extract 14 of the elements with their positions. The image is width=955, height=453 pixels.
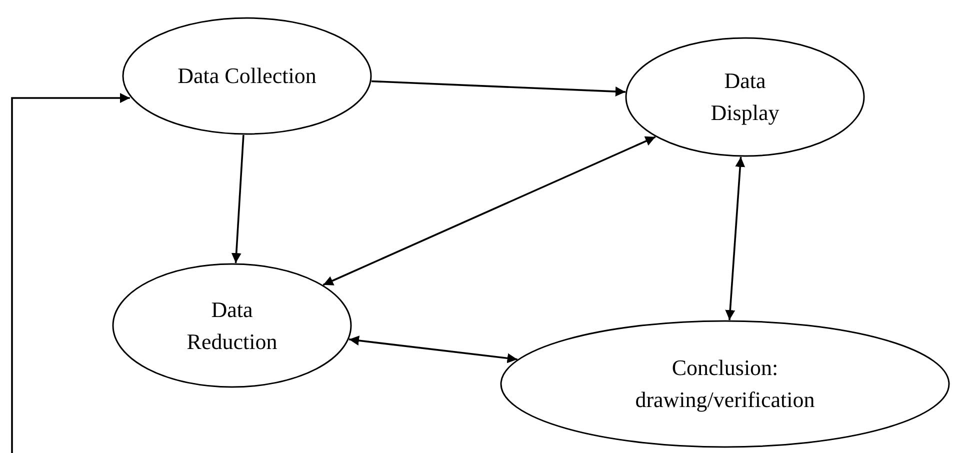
node-label: Data Display — [710, 67, 780, 127]
node-label: Data Collection — [178, 62, 316, 90]
arrow — [11, 93, 130, 453]
ellipse-node — [625, 37, 865, 157]
ellipse-node — [122, 17, 372, 135]
double-arrow — [348, 336, 518, 364]
node-label: Data Reduction — [186, 296, 278, 356]
ellipse-node — [500, 320, 950, 448]
arrow — [231, 134, 244, 264]
arrow — [371, 80, 626, 97]
ellipse-node — [112, 263, 352, 388]
double-arrow — [322, 136, 656, 286]
double-arrow — [725, 156, 746, 320]
node-label: Conclusion: drawing/verification — [634, 354, 816, 414]
